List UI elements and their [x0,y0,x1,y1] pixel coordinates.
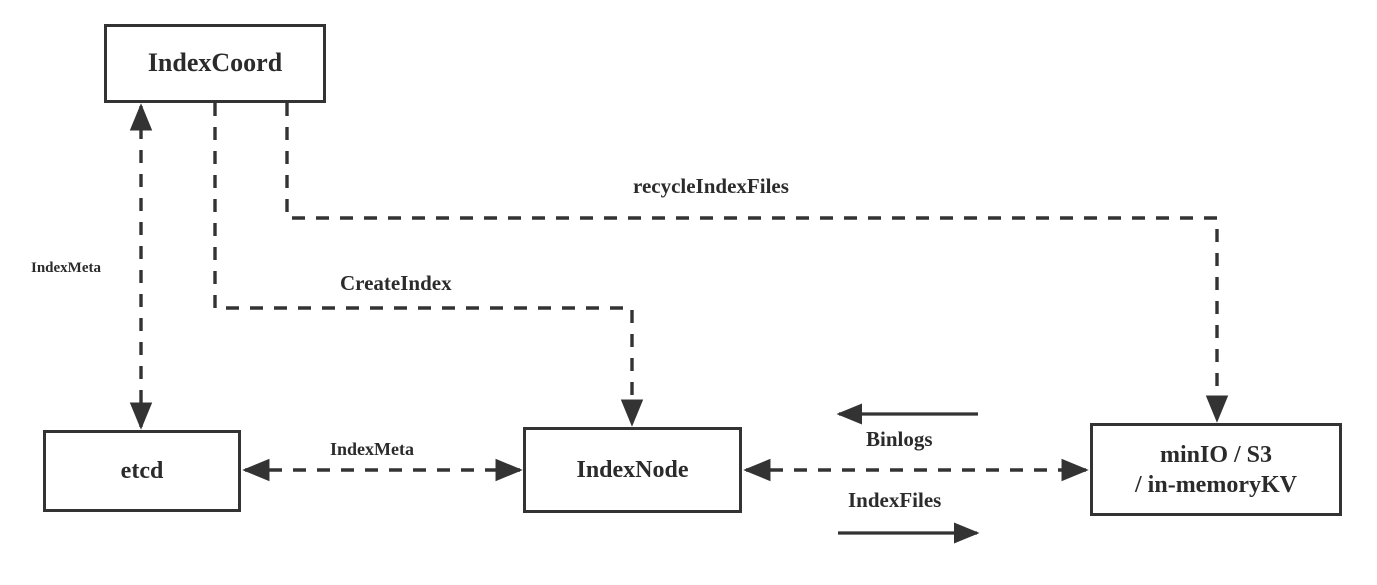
edge-label-indexmeta-left: IndexMeta [31,260,101,276]
node-etcd-label: etcd [120,458,164,484]
node-minio[interactable]: minIO / S3 / in-memoryKV [1090,423,1342,516]
node-indexcoord[interactable]: IndexCoord [104,24,326,103]
edge-label-createindex: CreateIndex [340,271,452,295]
edge-label-indexfiles: IndexFiles [848,488,942,512]
edge-label-recycleindexfiles: recycleIndexFiles [633,174,789,198]
connector-createindex [213,103,644,427]
node-indexnode-label: IndexNode [576,457,689,483]
connector-recycleindexfiles [285,103,1229,423]
node-indexcoord-label: IndexCoord [147,48,283,78]
node-minio-label: minIO / S3 / in-memoryKV [1135,441,1297,498]
node-etcd[interactable]: etcd [43,430,241,512]
node-indexnode[interactable]: IndexNode [523,427,742,513]
edge-label-indexmeta-mid: IndexMeta [330,439,414,459]
edge-label-binlogs: Binlogs [866,427,933,451]
